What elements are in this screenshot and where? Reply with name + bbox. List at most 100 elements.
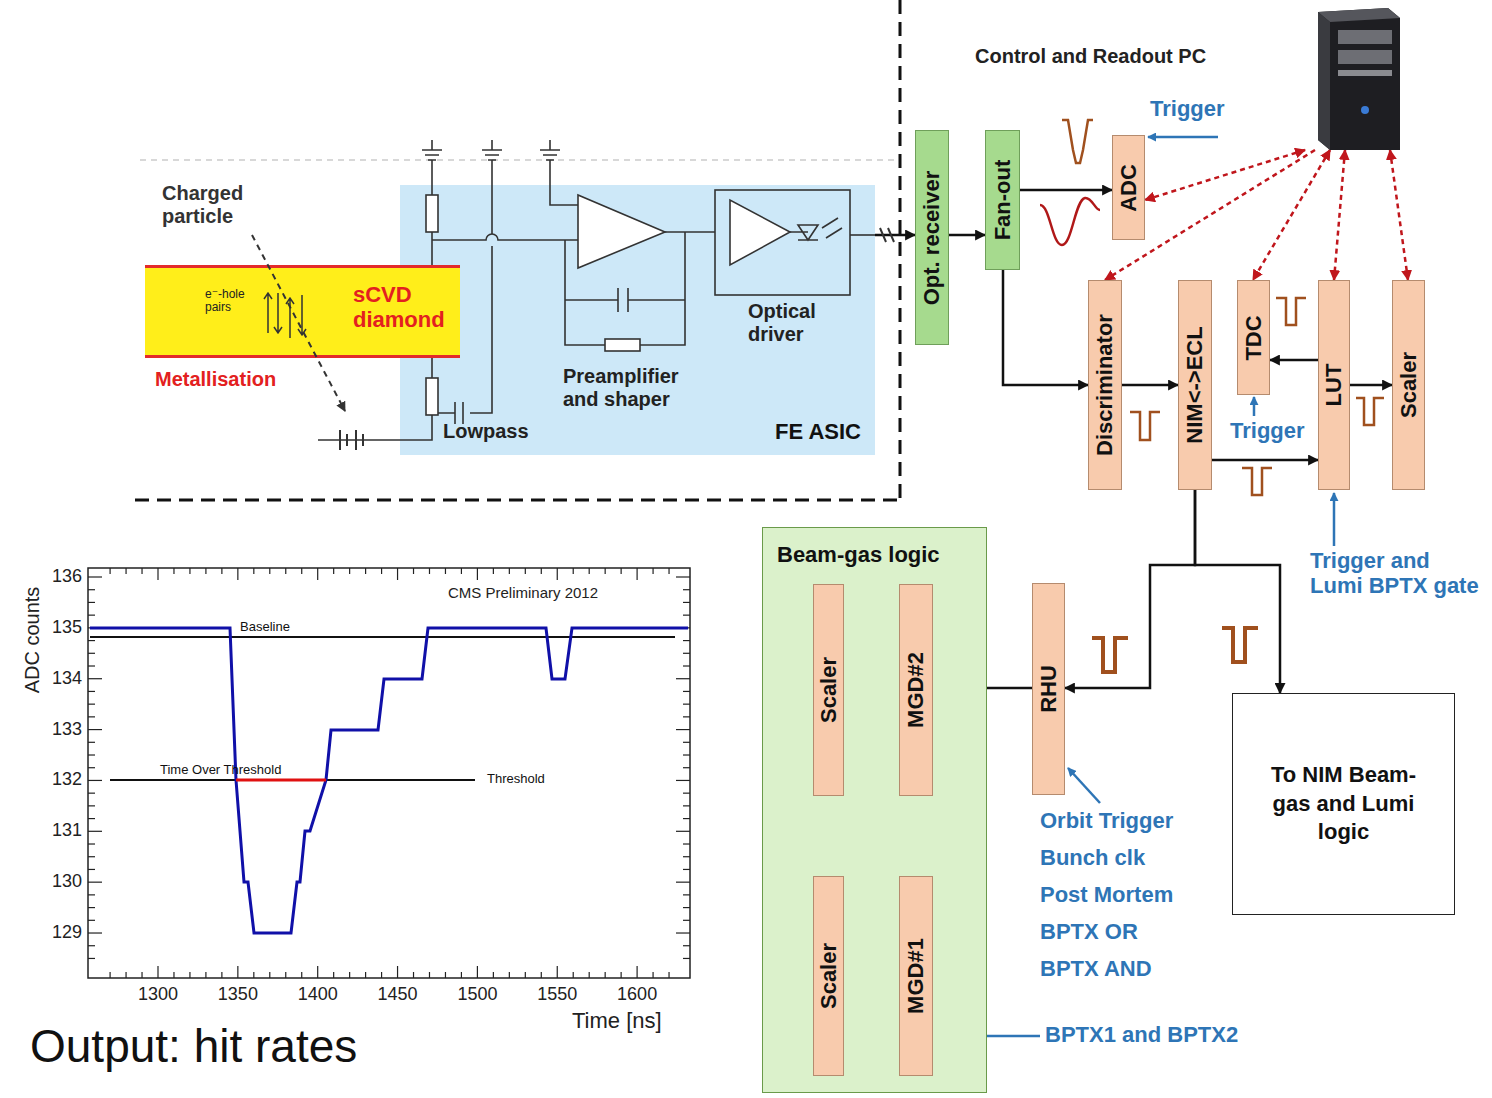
node-text: Fan-out bbox=[990, 160, 1016, 241]
adc-plot bbox=[333, 568, 334, 574]
adc-plot bbox=[557, 966, 558, 978]
text-label: Bunch clk bbox=[1040, 845, 1145, 870]
axis-tick-label: 132 bbox=[52, 769, 82, 790]
text-label: Lowpass bbox=[443, 420, 529, 443]
text-label: Charged particle bbox=[162, 182, 262, 228]
adc-plot bbox=[683, 615, 690, 616]
node-text: sCVD diamond bbox=[353, 282, 465, 333]
adc-plot bbox=[88, 932, 102, 933]
adc-plot bbox=[381, 972, 382, 978]
signal-connector bbox=[1195, 490, 1280, 693]
fe-circuit bbox=[578, 195, 665, 268]
logic-group: Beam-gas logicScalerMGD#2ScalerMGD#1 bbox=[762, 527, 987, 1093]
adc-plot bbox=[683, 767, 690, 768]
adc-plot bbox=[652, 972, 653, 978]
adc-plot bbox=[349, 568, 350, 574]
pc-icon bbox=[1361, 106, 1369, 114]
signal-connector bbox=[1212, 459, 1318, 462]
axis-tick-label: 131 bbox=[52, 820, 82, 841]
pc-node: Control and Readout PC bbox=[975, 5, 1407, 150]
axis-tick-label: 136 bbox=[52, 566, 82, 587]
adc-plot bbox=[676, 678, 690, 679]
adc-plot bbox=[88, 576, 102, 577]
adc-plot bbox=[683, 691, 690, 692]
adc-plot bbox=[88, 856, 95, 857]
adc-plot bbox=[445, 568, 446, 574]
adc-plot bbox=[676, 882, 690, 883]
adc-plot bbox=[88, 704, 95, 705]
signal-pulse bbox=[1276, 298, 1306, 325]
text-label: Output: hit rates bbox=[30, 1020, 357, 1073]
adc-plot bbox=[676, 576, 690, 577]
adc-plot bbox=[683, 754, 690, 755]
axis-tick-label: 1600 bbox=[617, 984, 657, 1005]
pc-icon bbox=[1318, 8, 1400, 150]
text-label: Baseline bbox=[240, 620, 290, 635]
node-text: Scaler bbox=[1396, 352, 1422, 418]
adc-plot bbox=[109, 568, 110, 574]
adc-plot bbox=[365, 568, 366, 574]
adc-plot bbox=[205, 568, 206, 574]
control-link bbox=[1390, 150, 1408, 280]
adc-plot bbox=[88, 678, 102, 679]
adc-plot bbox=[683, 907, 690, 908]
node-text: MGD#1 bbox=[903, 938, 929, 1014]
fe-circuit bbox=[422, 150, 560, 160]
module-box: Scaler bbox=[1392, 280, 1425, 490]
fe-circuit bbox=[340, 430, 363, 450]
dashed-border bbox=[899, 0, 902, 500]
text-label: BPTX1 and BPTX2 bbox=[1045, 1022, 1238, 1047]
adc-plot bbox=[90, 628, 688, 933]
leader-arrow bbox=[1333, 493, 1336, 546]
adc-plot bbox=[668, 568, 669, 574]
axis-tick-label: 1550 bbox=[537, 984, 577, 1005]
text-label: BPTX OR bbox=[1040, 919, 1138, 944]
signal-connector bbox=[1003, 270, 1088, 385]
adc-plot bbox=[557, 568, 558, 580]
adc-plot bbox=[683, 856, 690, 857]
adc-plot bbox=[477, 966, 478, 978]
signal-pulse bbox=[1242, 468, 1272, 495]
adc-plot bbox=[413, 972, 414, 978]
adc-plot bbox=[683, 945, 690, 946]
node-text: e⁻-hole pairs bbox=[205, 288, 265, 314]
signal-connector bbox=[1122, 384, 1178, 387]
axis-tick-label: 1350 bbox=[218, 984, 258, 1005]
adc-plot bbox=[88, 882, 102, 883]
text-label: Trigger bbox=[1150, 96, 1225, 121]
adc-plot bbox=[90, 636, 675, 638]
adc-plot bbox=[397, 568, 398, 580]
adc-plot bbox=[652, 568, 653, 574]
adc-plot bbox=[88, 869, 95, 870]
adc-plot bbox=[668, 972, 669, 978]
leader-arrow bbox=[1253, 397, 1256, 416]
pc-icon bbox=[1338, 30, 1392, 44]
adc-plot bbox=[477, 568, 478, 580]
node-text: RHU bbox=[1036, 665, 1062, 713]
axis-tick-label: 1450 bbox=[378, 984, 418, 1005]
text-label: Threshold bbox=[487, 772, 545, 787]
adc-plot bbox=[221, 568, 222, 574]
adc-plot bbox=[88, 754, 95, 755]
adc-plot bbox=[683, 958, 690, 959]
node-text: Beam-gas logic bbox=[777, 542, 940, 568]
signal-pulse bbox=[1040, 198, 1100, 245]
fe-circuit bbox=[432, 234, 578, 240]
signal-pulse bbox=[1222, 628, 1258, 662]
module-box: MGD#1 bbox=[899, 876, 933, 1076]
adc-plot bbox=[88, 831, 102, 832]
text-label: Preamplifier and shaper bbox=[563, 365, 713, 411]
adc-plot bbox=[413, 568, 414, 574]
text-label: Trigger bbox=[1230, 418, 1305, 443]
fe-circuit bbox=[432, 140, 550, 150]
adc-plot bbox=[683, 793, 690, 794]
node-text: Discriminator bbox=[1092, 314, 1118, 456]
adc-plot bbox=[253, 568, 254, 574]
text-label: Orbit Trigger bbox=[1040, 808, 1173, 833]
text-label: BPTX AND bbox=[1040, 956, 1152, 981]
adc-plot bbox=[109, 972, 110, 978]
control-link bbox=[1253, 150, 1330, 280]
adc-plot bbox=[461, 972, 462, 978]
